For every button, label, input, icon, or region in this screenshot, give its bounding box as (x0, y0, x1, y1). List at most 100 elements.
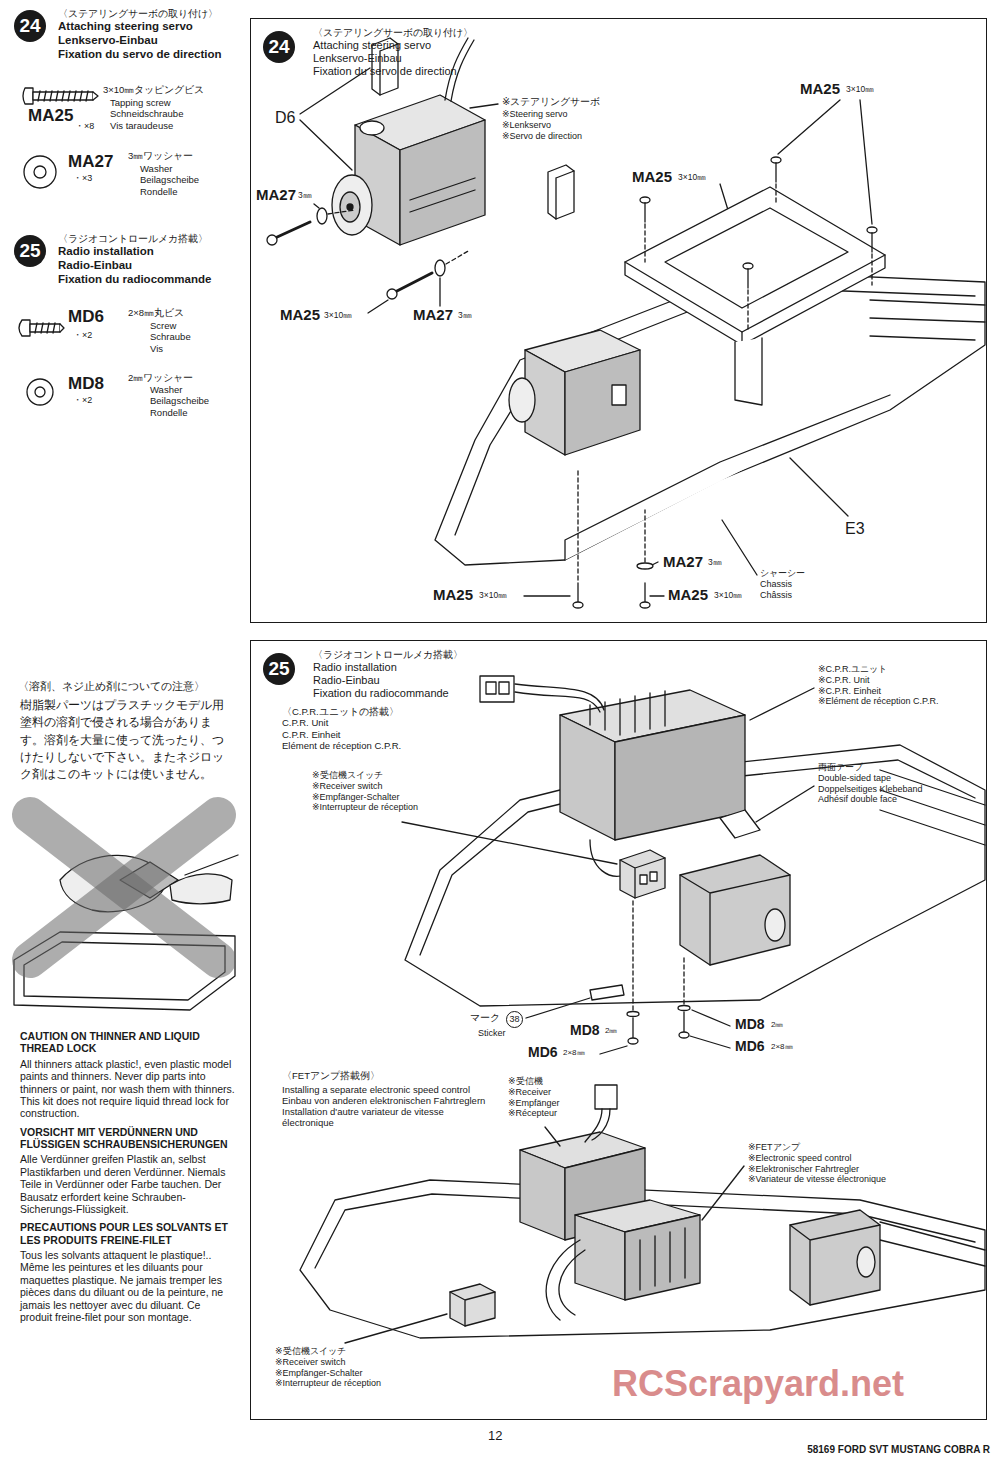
label-group: 2×8㎜ (563, 1048, 585, 1058)
screw (775, 184, 776, 205)
screw (632, 900, 633, 1010)
label-group: MD8 (68, 374, 104, 394)
screw (775, 163, 776, 182)
step-title: Radio installation (58, 245, 211, 259)
callout-label: ※受信機スイッチ (312, 770, 418, 781)
part-code: MD8 (735, 1016, 765, 1033)
leader-line (526, 998, 590, 1018)
part-spec: 3×10㎜ (846, 84, 874, 94)
screw (573, 157, 877, 608)
part-code: MA25 (280, 306, 320, 324)
screw-icon (19, 320, 64, 336)
caution-text: All thinners attack plastic!, even plast… (20, 1058, 235, 1120)
servo-mount (625, 187, 885, 332)
label-group: 3㎜ (298, 190, 312, 200)
section-heading: C.P.R. Unit (282, 717, 401, 728)
receiver-switch (450, 1284, 495, 1326)
screw-and-washer (275, 222, 310, 238)
step-number: 25 (268, 658, 289, 680)
screw (747, 269, 748, 288)
screw (743, 263, 753, 269)
callout-label: ※Lenkservo (502, 120, 582, 131)
servo-installed (857, 1247, 875, 1277)
screw-and-washer (267, 235, 277, 245)
label-group: ・×3 (73, 173, 92, 184)
quantity: ・×2 (73, 395, 92, 406)
part-spec: 2×8㎜ (563, 1048, 585, 1058)
part-spec: 2×8㎜丸ビス (128, 307, 184, 318)
callout-label: シャーシー (760, 568, 805, 579)
callout-label: ※C.P.R. Unit (818, 675, 938, 686)
cpr-unit (515, 684, 604, 712)
label-group: 2㎜ (771, 1020, 783, 1030)
screw (573, 602, 583, 608)
receiver-switch (640, 875, 647, 884)
callout-label: Châssis (760, 590, 805, 601)
section-heading: 〈C.P.R.ユニットの搭載〉 (282, 706, 401, 717)
label-group: 2㎜ワッシャー (128, 372, 193, 383)
leader-line (600, 1046, 627, 1054)
speed-controller (546, 1200, 700, 1320)
label-group: ・×2 (73, 330, 92, 341)
page-number: 12 (488, 1428, 502, 1444)
step-title: Fixation du radiocommande (313, 687, 463, 700)
label-group: MA27 (68, 152, 113, 172)
label-group: WasherBeilagscheibeRondelle (150, 384, 209, 418)
step-number: 24 (19, 15, 40, 37)
part-code: MA25 (28, 106, 73, 126)
servo-installed (790, 1225, 880, 1305)
callout-label: ※Récepteur (508, 1108, 560, 1119)
part-spec: 3㎜ (298, 190, 312, 200)
step-heading: 24〈ステアリングサーボの取り付け〉Attaching steering ser… (14, 8, 222, 61)
chassis (870, 300, 985, 340)
label-group: ※受信機※Receiver※Empfänger※Récepteur (508, 1076, 560, 1119)
part-code: MA25 (800, 80, 840, 98)
servo-exploded (332, 175, 372, 235)
label-group: 2×8㎜丸ビス (128, 307, 184, 318)
part-code: MA25 (433, 586, 473, 604)
label-group: MA27 (413, 306, 453, 324)
label-group: 3㎜ (708, 557, 722, 567)
screw (871, 254, 872, 285)
screw (871, 233, 872, 252)
step-title: Attaching steering servo (58, 20, 222, 34)
caution-illustration (30, 815, 218, 960)
label-group: ※受信機スイッチ※Receiver switch※Empfänger-Schal… (312, 770, 418, 813)
leader-line (470, 104, 498, 108)
receiver-unit (585, 1109, 610, 1142)
caution-text: VORSICHT MIT VERDÜNNERN UND FLÜSSIGEN SC… (20, 1126, 235, 1151)
callout-label: Doppelseitiges Klebeband (818, 784, 923, 795)
washer-icon (34, 166, 46, 178)
label-group: 3×10㎜ (678, 172, 706, 182)
step-panel: 〈ラジオコントロールメカ搭載〉Radio installationRadio-E… (250, 640, 987, 1420)
step-heading: 25〈ラジオコントロールメカ搭載〉Radio installationRadio… (14, 233, 211, 286)
part-name: Rondelle (140, 186, 199, 197)
part-code: MD6 (528, 1044, 558, 1061)
callout-label: ※Receiver (508, 1087, 560, 1098)
part-spec: 2×8㎜ (771, 1042, 793, 1052)
label-group: MA25 (800, 80, 840, 98)
caution-illustration (30, 815, 218, 960)
chassis (880, 1222, 985, 1266)
receiver-switch (620, 850, 665, 898)
screw-and-washer (395, 273, 432, 292)
part-spec: 3×10㎜ (678, 172, 706, 182)
label-group: 3×10㎜タッピングビス (103, 84, 204, 95)
speed-controller (575, 1215, 625, 1300)
callout-label: ※Interrupteur de réception (312, 802, 418, 813)
callout-label: ※Interrupteur de réception (275, 1378, 381, 1389)
sticker-label: Sticker (478, 1028, 506, 1039)
callout-label: ※Variateur de vitesse électronique (748, 1174, 886, 1185)
servo-installed (509, 330, 640, 455)
step-title: Radio-Einbau (58, 259, 211, 273)
servo-installed (765, 909, 785, 941)
receiver-switch (650, 872, 657, 881)
step-title: Fixation du servo de direction (313, 65, 473, 78)
part-code: D6 (275, 108, 295, 127)
leader-line (524, 595, 570, 596)
receiver-switch (450, 1292, 495, 1326)
leader-line (345, 1314, 447, 1343)
screw (627, 900, 690, 1044)
label-group: 2×8㎜ (771, 1042, 793, 1052)
part-name: Washer (150, 384, 209, 395)
